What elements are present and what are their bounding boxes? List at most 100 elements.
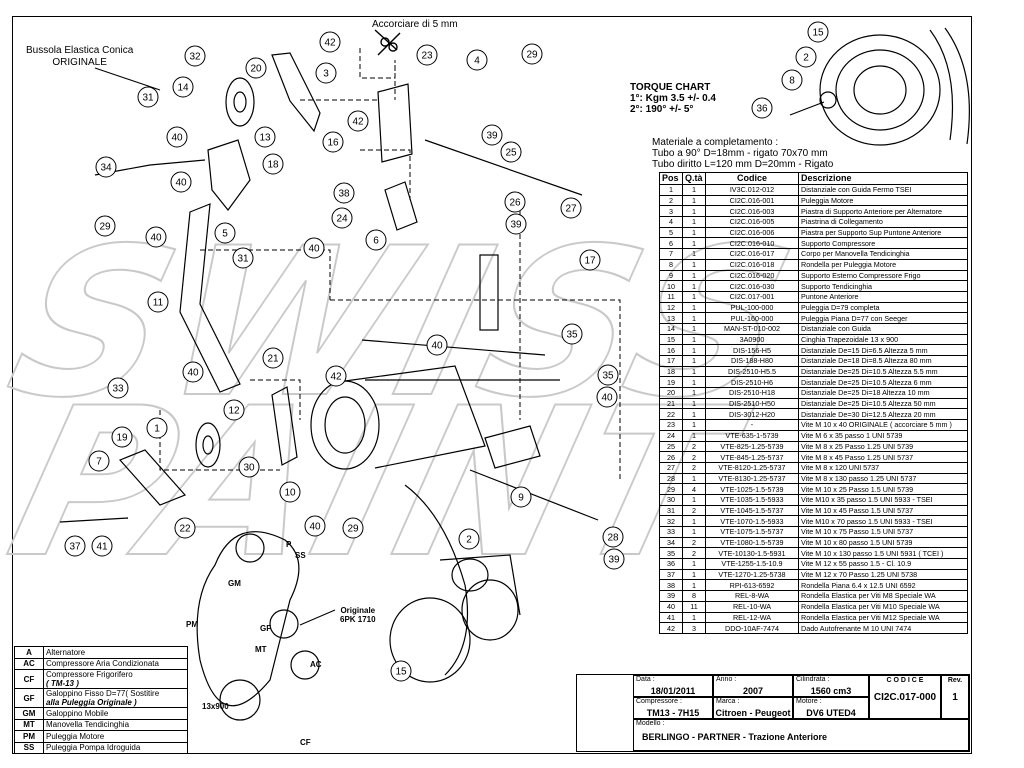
parts-pos: 25 xyxy=(659,440,683,453)
callout-number: 32 xyxy=(189,52,201,63)
callout-bubble: 42 xyxy=(319,31,341,53)
parts-desc: Vite M 8 x 45 Passo 1.25 UNI 5737 xyxy=(798,451,968,463)
parts-pos: 41 xyxy=(659,611,683,624)
torque-chart-title: TORQUE CHART xyxy=(630,82,711,93)
callout-number: 15 xyxy=(812,28,824,39)
callout-circle xyxy=(214,222,236,244)
parts-code: CI2C.016-005 xyxy=(705,216,799,228)
parts-desc: Rondella per Puleggia Motore xyxy=(798,258,968,271)
parts-desc: Distanziale De=25 Di=10.5 Altezza 50 mm xyxy=(798,397,968,410)
callout-circle xyxy=(390,660,412,682)
legend-desc-line2: alla Puleggia Originale ) xyxy=(46,698,137,707)
legend-desc: Puleggia Motore xyxy=(43,730,188,743)
parts-code: VTE-1070-1.5-5933 xyxy=(705,515,799,527)
tb-cc: Cilindrata : 1560 cm3 xyxy=(793,675,869,697)
callout-number: 28 xyxy=(607,533,619,544)
parts-code: VTE-1075-1.5-5737 xyxy=(705,526,799,538)
parts-qty: 11 xyxy=(682,600,706,613)
parts-code: 3A0900 xyxy=(705,333,799,346)
callout-circle xyxy=(333,182,355,204)
parts-code: VTE-1255-1.5-10.9 xyxy=(705,558,799,570)
callout-number: 13 xyxy=(259,133,271,144)
tb-engine-label: Motore : xyxy=(796,698,822,705)
callout-bubble: 16 xyxy=(322,131,344,153)
label-cf: CF xyxy=(300,738,311,747)
tb-rev: Rev. 1 xyxy=(941,675,969,719)
callout-number: 20 xyxy=(250,64,262,75)
parts-qty: 1 xyxy=(682,568,706,581)
parts-desc: Vite M 10 x 40 ORIGINALE ( accorciare 5 … xyxy=(798,419,968,431)
parts-pos: 3 xyxy=(659,205,683,218)
parts-desc: Piastrina di Collegamento xyxy=(798,216,968,228)
cut-note: Accorciare di 5 mm xyxy=(372,19,458,30)
legend-key: PM xyxy=(14,730,44,743)
tb-engine: Motore : DV6 UTED4 xyxy=(793,697,869,719)
parts-code: RPI-613-6592 xyxy=(705,579,799,592)
callout-number: 8 xyxy=(789,76,795,87)
parts-desc: Puleggia Piana D=77 con Seeger xyxy=(798,312,968,324)
parts-code: REL-10-WA xyxy=(705,600,799,613)
parts-code: DIS-2510-H6 xyxy=(705,376,799,389)
callout-bubble: 4 xyxy=(466,49,488,71)
belt-note: Originale 6PK 1710 xyxy=(340,606,376,624)
parts-pos: 14 xyxy=(659,322,683,335)
callout-number: 14 xyxy=(177,83,189,94)
callout-circle xyxy=(245,57,267,79)
callout-circle xyxy=(147,291,169,313)
callout-bubble: 40 xyxy=(304,515,326,537)
callout-bubble: 39 xyxy=(481,124,503,146)
legend-key: CF xyxy=(14,669,44,689)
legend-desc-line1: Puleggia Pompa Idroguida xyxy=(46,743,141,753)
callout-number: 6 xyxy=(373,236,379,247)
callout-number: 9 xyxy=(518,493,524,504)
callout-number: 41 xyxy=(96,542,108,553)
callout-number: 40 xyxy=(309,522,321,533)
callout-number: 35 xyxy=(602,371,614,382)
parts-drawing xyxy=(59,27,970,721)
callout-bubble: 41 xyxy=(91,535,113,557)
parts-qty: 1 xyxy=(682,269,706,282)
parts-qty: 1 xyxy=(682,312,706,324)
parts-desc: Corpo per Manovella Tendicinghia xyxy=(798,248,968,260)
callout-number: 3 xyxy=(323,69,329,80)
label-gf: GF xyxy=(260,624,272,633)
parts-code: VTE-8120-1.25-5737 xyxy=(705,461,799,474)
callout-bubble: 37 xyxy=(64,535,86,557)
parts-qty: 1 xyxy=(682,205,706,218)
parts-pos: 42 xyxy=(659,622,683,634)
parts-pos: 18 xyxy=(659,365,683,378)
callout-circle xyxy=(166,126,188,148)
parts-qty: 1 xyxy=(682,472,706,485)
parts-pos: 4 xyxy=(659,216,683,228)
parts-desc: Vite M 10 x 75 Passo 1.5 UNI 5737 xyxy=(798,526,968,538)
parts-pos: 39 xyxy=(659,590,683,602)
callout-number: 39 xyxy=(486,131,498,142)
parts-desc: Vite M 8 x 25 Passo 1.25 UNI 5739 xyxy=(798,440,968,453)
parts-qty: 1 xyxy=(682,258,706,271)
callout-circle xyxy=(262,347,284,369)
callout-bubble: 8 xyxy=(781,69,803,91)
belt-note-line1: Originale xyxy=(340,606,376,615)
callout-bubble: 11 xyxy=(147,291,169,313)
parts-code: VTE-1025-1.5-5739 xyxy=(705,483,799,495)
parts-code: CI2C.016-017 xyxy=(705,248,799,260)
parts-pos: 9 xyxy=(659,269,683,282)
parts-pos: 36 xyxy=(659,558,683,570)
callout-number: 17 xyxy=(584,256,596,267)
callout-number: 31 xyxy=(142,93,154,104)
parts-desc: Supporto Esterno Compressore Frigo xyxy=(798,269,968,282)
callout-number: 11 xyxy=(153,298,164,309)
